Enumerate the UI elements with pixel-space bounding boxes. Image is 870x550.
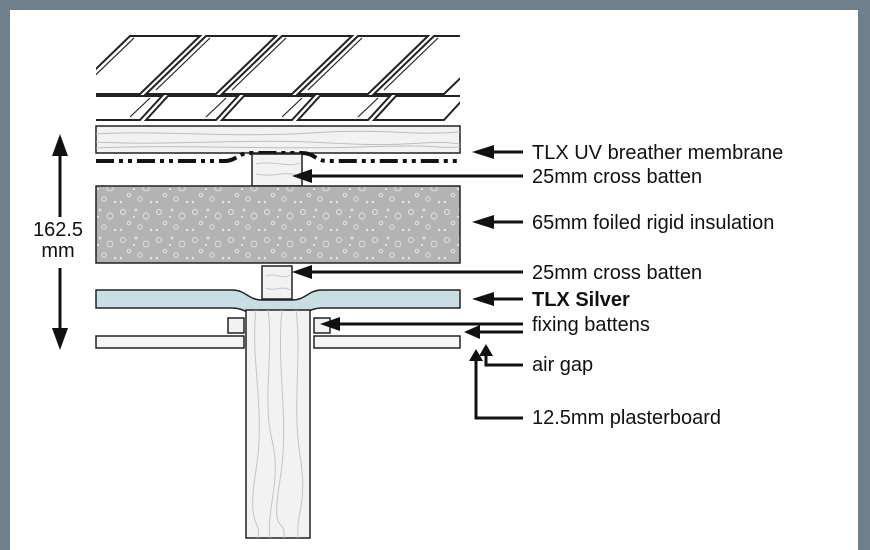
label-tlx-silver: TLX Silver [532,289,630,311]
breather-membrane-line [96,151,460,163]
label-breather-membrane: TLX UV breather membrane [532,142,784,164]
label-rigid-insulation: 65mm foiled rigid insulation [532,212,775,234]
dimension-value: 162.5 [32,219,84,241]
roof-section-diagram [52,35,523,539]
dimension-arrow [52,134,68,350]
plasterboard-left [95,335,245,349]
dimension-unit: mm [41,240,75,262]
rafter [245,309,311,539]
label-air-gap: air gap [532,354,594,376]
cross-batten-bottom [261,265,293,300]
cross-batten-top [251,153,303,187]
label-cross-batten-top: 25mm cross batten [532,166,703,188]
arrowheads [292,145,494,361]
plasterboard-right [313,335,461,349]
roof-board [95,125,461,154]
label-plasterboard: 12.5mm plasterboard [532,407,721,429]
rigid-insulation [95,185,461,264]
label-fixing-battens: fixing battens [532,314,650,336]
fixing-batten-left [227,317,245,334]
roof-tiles [96,35,460,121]
dimension-label: 162.5 mm [26,220,90,262]
label-cross-batten-bottom: 25mm cross batten [532,262,703,284]
diagram-frame: 162.5 mm TLX UV breather membrane 25mm c… [10,10,858,550]
